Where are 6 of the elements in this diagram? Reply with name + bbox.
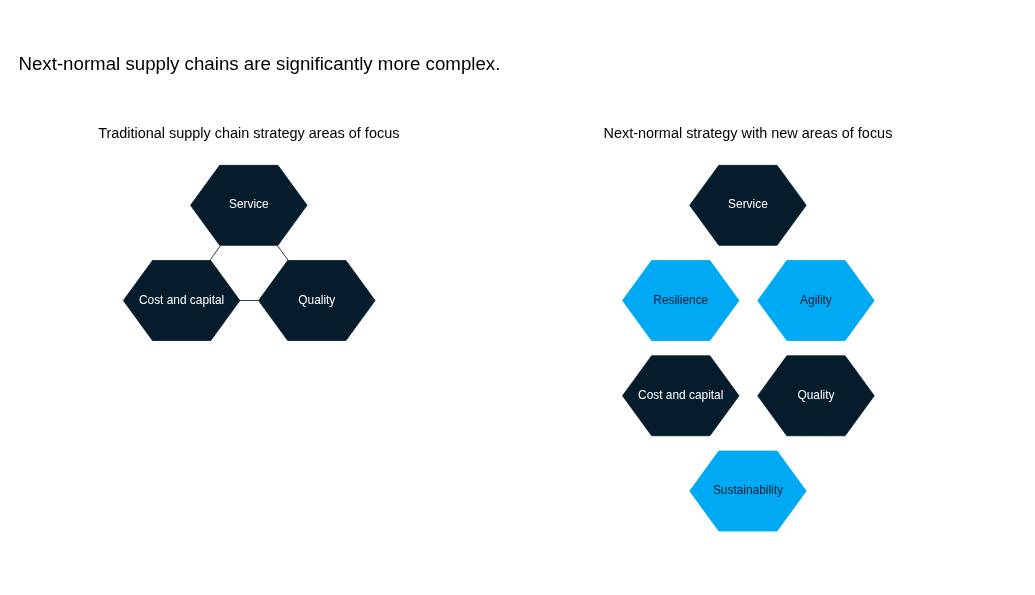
connector — [239, 299, 259, 301]
label: Next-normal strategy with new areas of focus — [603, 124, 893, 141]
connector — [209, 244, 222, 261]
label: Traditional supply chain strategy areas of focus — [98, 124, 400, 141]
connector — [276, 244, 289, 261]
diagram-title: Next-normal supply chains are significantly more complex. — [18, 52, 501, 74]
